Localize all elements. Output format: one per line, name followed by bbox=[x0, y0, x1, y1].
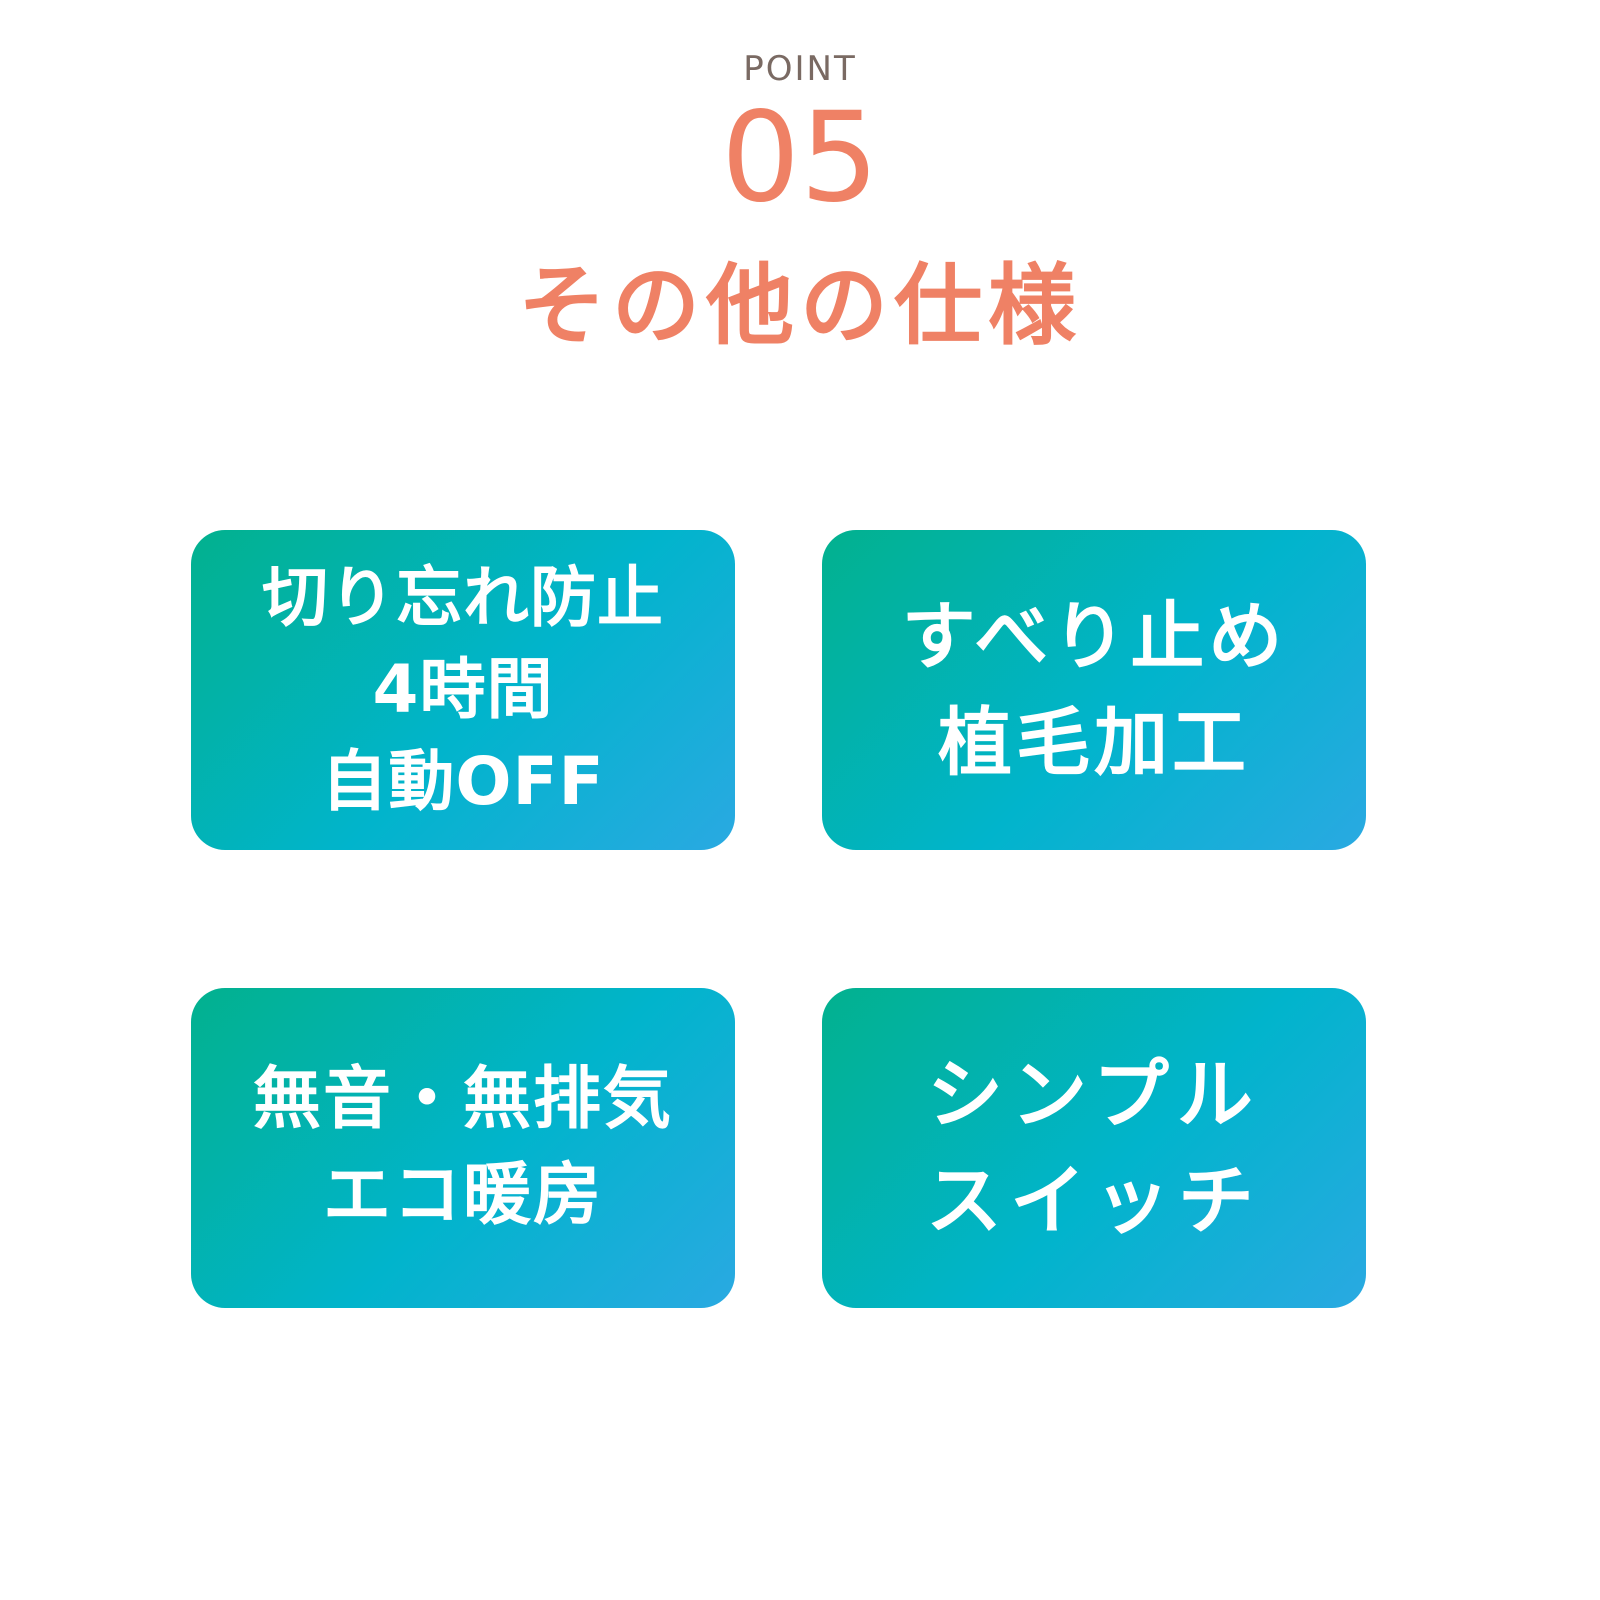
card-line: 4時間 bbox=[372, 651, 554, 728]
point-number: 05 bbox=[721, 86, 879, 230]
feature-card-simple-switch: シンプル スイッチ bbox=[822, 988, 1366, 1308]
card-line: 無音・無排気 bbox=[252, 1060, 673, 1139]
card-line: エコ暖房 bbox=[322, 1156, 603, 1235]
feature-card-auto-off: 切り忘れ防止 4時間 自動OFF bbox=[191, 530, 735, 850]
card-line: 植毛加工 bbox=[938, 700, 1250, 786]
point-label: POINT bbox=[743, 49, 857, 89]
feature-card-silent-eco: 無音・無排気 エコ暖房 bbox=[191, 988, 735, 1308]
feature-card-non-slip: すべり止め 植毛加工 bbox=[822, 530, 1366, 850]
section-title: その他の仕様 bbox=[517, 254, 1082, 357]
card-line: 自動OFF bbox=[321, 743, 605, 820]
card-line: スイッチ bbox=[926, 1156, 1262, 1245]
card-line: すべり止め bbox=[901, 594, 1287, 680]
card-line: シンプル bbox=[927, 1050, 1261, 1139]
card-line: 切り忘れ防止 bbox=[262, 559, 664, 636]
